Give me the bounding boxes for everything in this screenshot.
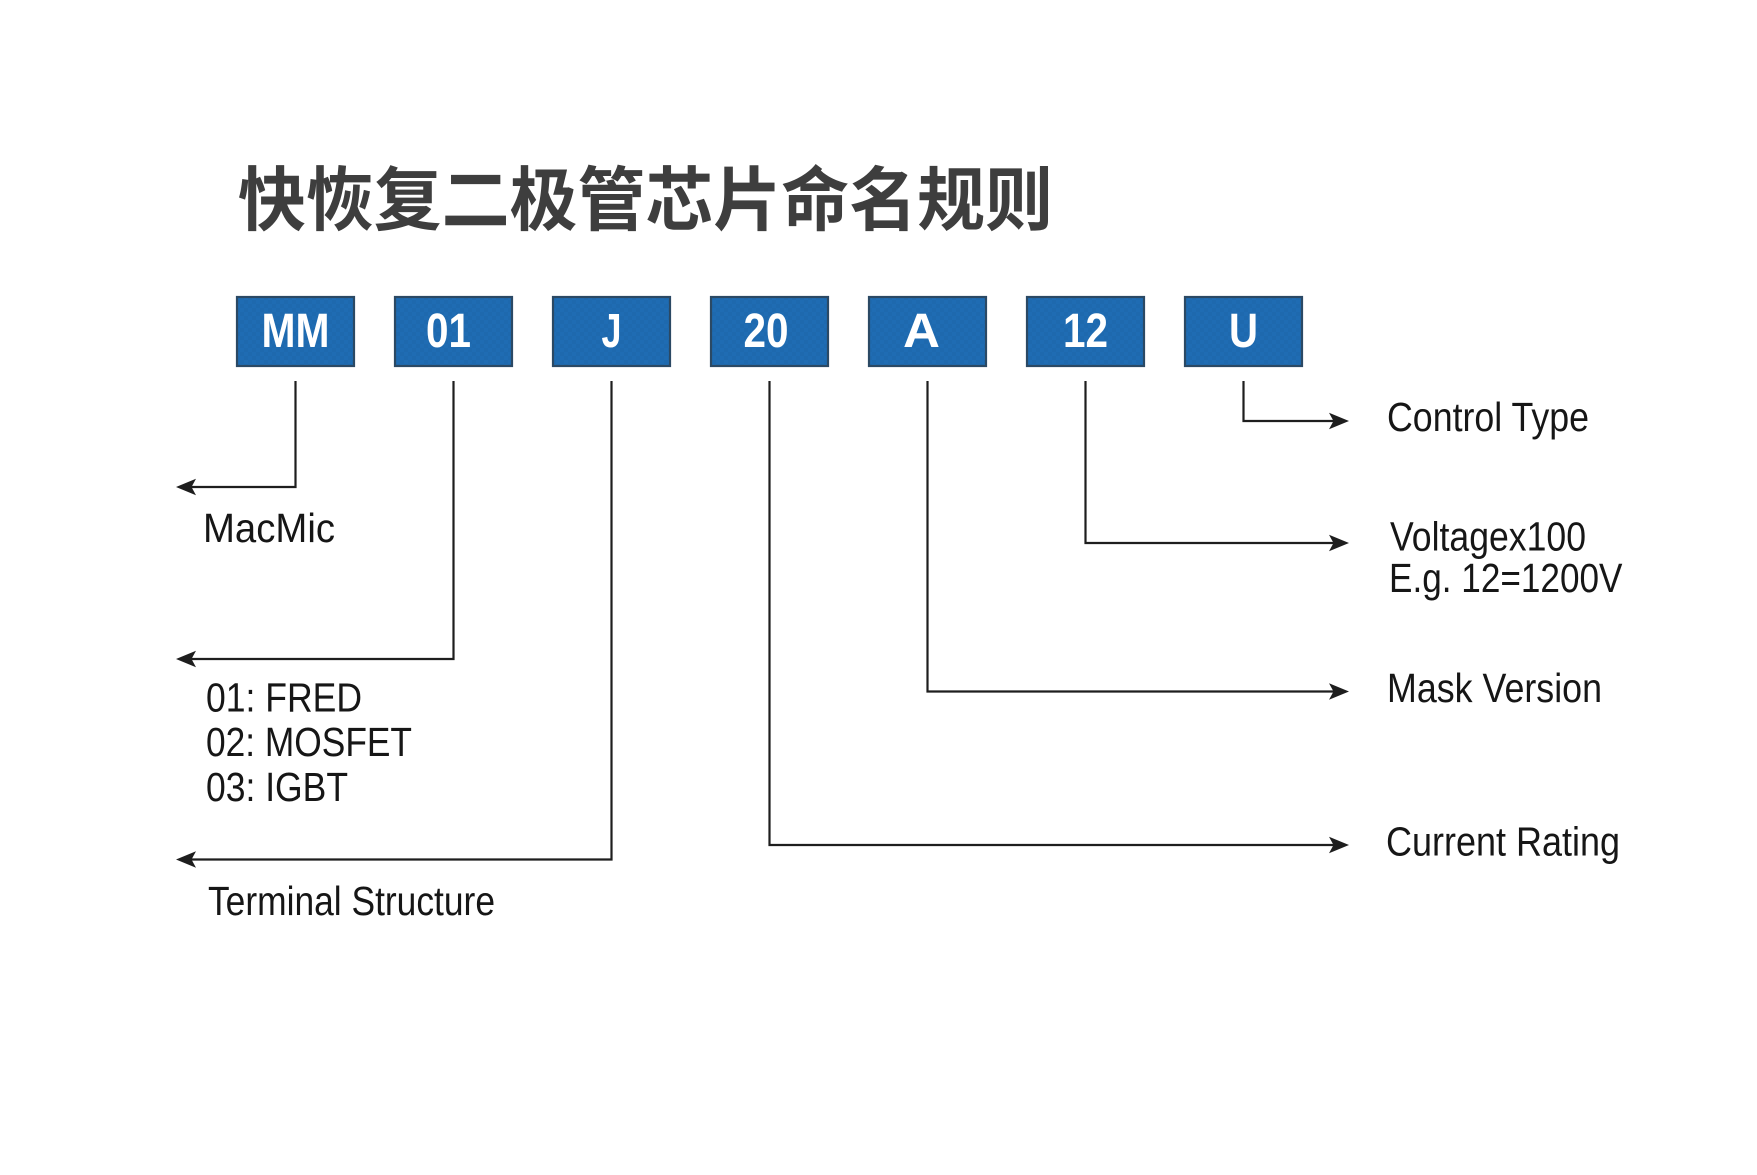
svg-text:01: 01 xyxy=(426,305,471,358)
svg-text:01: FRED: 01: FRED xyxy=(206,675,362,721)
svg-text:Terminal Structure: Terminal Structure xyxy=(208,878,495,924)
svg-text:Current Rating: Current Rating xyxy=(1386,819,1620,865)
svg-text:U: U xyxy=(1229,305,1258,358)
svg-text:12: 12 xyxy=(1063,305,1108,358)
svg-text:Control Type: Control Type xyxy=(1387,394,1589,440)
svg-text:A: A xyxy=(903,305,940,358)
svg-text:MacMic: MacMic xyxy=(203,505,335,551)
svg-text:E.g. 12=1200V: E.g. 12=1200V xyxy=(1389,555,1623,601)
svg-text:02: MOSFET: 02: MOSFET xyxy=(206,719,412,765)
svg-text:20: 20 xyxy=(744,305,789,358)
svg-text:MM: MM xyxy=(262,305,330,358)
svg-text:Voltagex100: Voltagex100 xyxy=(1390,514,1586,560)
svg-text:J: J xyxy=(602,305,622,358)
svg-text:Mask Version: Mask Version xyxy=(1387,665,1602,711)
svg-text:03: IGBT: 03: IGBT xyxy=(206,764,348,810)
